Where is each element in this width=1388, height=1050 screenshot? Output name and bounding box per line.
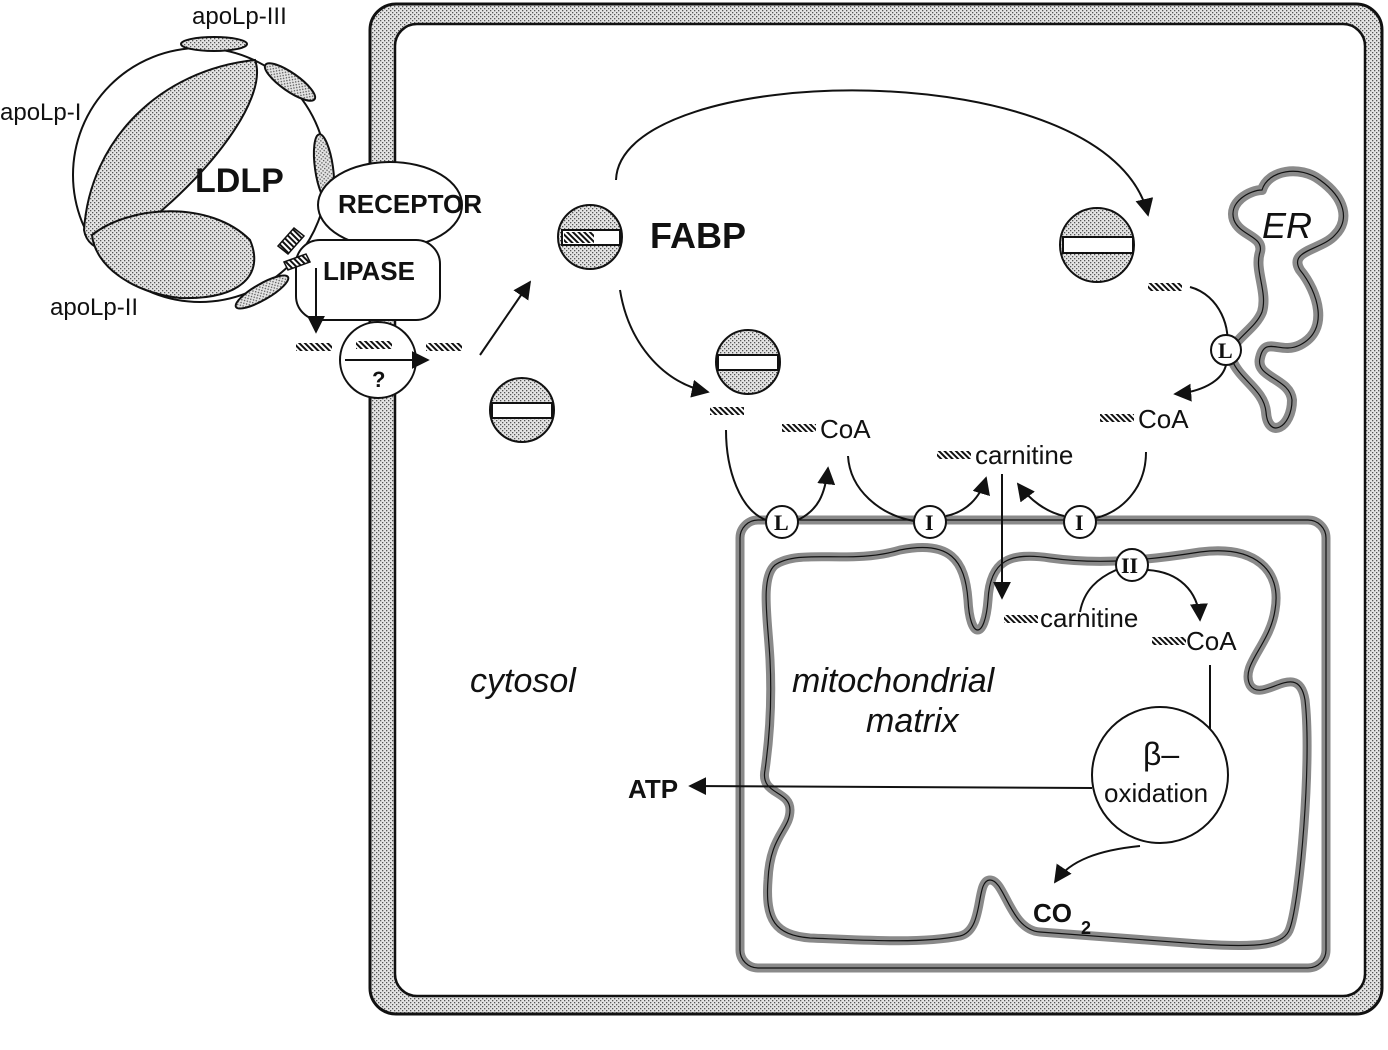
enzyme-cpt1-b: I: [1063, 505, 1097, 539]
acyl-coa-er: CoA: [1100, 404, 1189, 434]
beta-to-co2-arrow: [1053, 845, 1141, 884]
enzyme-l-er: L: [1210, 334, 1242, 366]
cell-membrane: [368, 2, 1384, 1016]
cpt2-from-carnitine-line: [1079, 569, 1117, 613]
coa-label: CoA: [1138, 404, 1189, 434]
oxidation-label: oxidation: [1104, 778, 1208, 808]
fa-to-enzyme-line: [725, 429, 767, 521]
acyl-coa-cytosol: CoA: [782, 414, 871, 444]
beta-label: β–: [1143, 736, 1179, 772]
inner-membrane-outline: [763, 546, 1308, 947]
cpt1b-to-carnitine-arrow: [1016, 482, 1065, 517]
enzyme-l-label: L: [774, 510, 789, 535]
beta-oxidation: β– oxidation: [1091, 706, 1229, 844]
fatty-acid-icon: [710, 407, 744, 415]
coa-label: CoA: [1186, 626, 1237, 656]
beta-to-atp-arrow: [688, 777, 1093, 796]
enzyme-cpt2: II: [1115, 548, 1149, 582]
acyl-carnitine-matrix: carnitine: [1004, 603, 1138, 633]
apolp-iii-protein: [180, 36, 248, 52]
fabp-to-er-arrow: [615, 89, 1154, 217]
fabp-label: FABP: [650, 215, 746, 256]
carnitine-label: carnitine: [975, 440, 1073, 470]
apolp-i-label: apoLp-I: [0, 99, 81, 126]
enzyme-l-label: L: [1218, 338, 1233, 363]
cytosol-label: cytosol: [470, 662, 577, 700]
mitochondrial-label: mitochondrial: [792, 662, 996, 700]
fabp-bound-protein: [557, 204, 623, 270]
er-outline: [1230, 170, 1344, 429]
ldlp-particle: [72, 36, 336, 310]
fabp-empty-protein: [1059, 207, 1135, 283]
atp-label: ATP: [628, 774, 678, 804]
ldlp-label: LDLP: [195, 162, 284, 200]
cpt2-to-coa-arrow: [1147, 569, 1208, 622]
fa-to-fabp-arrow: [479, 280, 532, 356]
fatty-acid-icon: [426, 343, 462, 351]
receptor-label: RECEPTOR: [338, 189, 482, 219]
apolp-ii-label: apoLp-II: [50, 294, 138, 321]
receptor: RECEPTOR: [317, 161, 482, 249]
enzyme-ii-label: II: [1121, 553, 1138, 578]
enzyme-cpt1-a: I: [913, 505, 947, 539]
lipase: LIPASE: [295, 239, 441, 321]
coa-to-cpt1-line: [847, 455, 915, 522]
apolp-iii-protein-4: [234, 274, 290, 310]
fabp-empty-protein: [489, 377, 555, 443]
acyl-carnitine-cytosol: carnitine: [937, 440, 1073, 470]
co2-subscript: 2: [1081, 918, 1091, 938]
carnitine-label: carnitine: [1040, 603, 1138, 633]
matrix-label: matrix: [866, 702, 960, 740]
fatty-acid-icon: [296, 343, 332, 351]
er-acyl-coa-arrow: [1173, 364, 1227, 402]
er-label: ER: [1262, 205, 1312, 246]
cpt1-to-carnitine-arrow: [945, 476, 990, 517]
coa-label: CoA: [820, 414, 871, 444]
lipase-label: LIPASE: [323, 256, 415, 286]
apolp-iii-label: apoLp-III: [192, 3, 287, 30]
er-coa-to-cpt1-line: [1095, 451, 1147, 519]
enzyme-i-label: I: [925, 510, 934, 535]
fatty-acid-icon: [356, 341, 392, 349]
acyl-coa-matrix: CoA: [1152, 626, 1237, 656]
mitochondrion: [735, 515, 1331, 973]
transporter-question-label: ?: [372, 367, 385, 392]
fabp-release-arrow: [619, 289, 710, 398]
enzyme-i-label: I: [1075, 510, 1084, 535]
enzyme-l-mito: L: [765, 505, 799, 539]
apolp-iii-protein-2: [263, 62, 317, 102]
fabp-empty-protein: [715, 329, 781, 395]
fatty-acid-icon: [1148, 283, 1182, 291]
co2-label: CO: [1033, 898, 1072, 928]
enzyme-l-to-coa-arrow: [797, 466, 836, 521]
lipid-substrate-icon: [276, 226, 312, 271]
